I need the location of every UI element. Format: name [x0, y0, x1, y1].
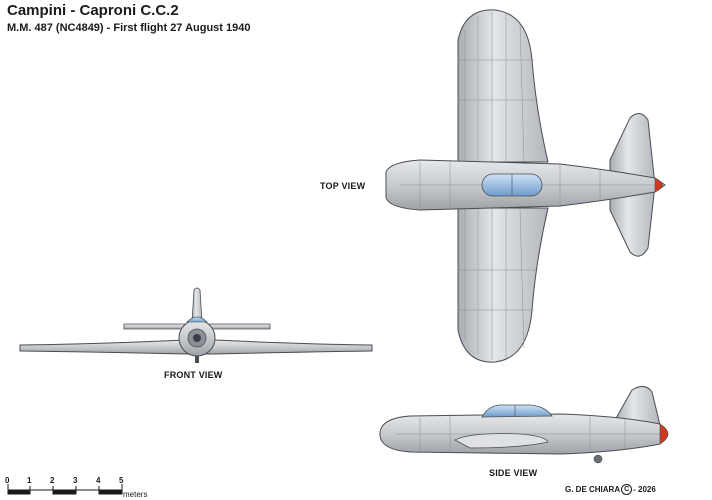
front-view-fin: [191, 287, 203, 323]
top-view-upper-wing: [457, 9, 549, 163]
top-view-tail-cone: [654, 177, 663, 193]
side-view-label: SIDE VIEW: [489, 468, 538, 478]
front-view-label: FRONT VIEW: [164, 370, 223, 380]
side-view-canopy: [481, 404, 553, 418]
scale-unit-label: meters: [123, 490, 148, 499]
drawing-title: Campini - Caproni C.C.2: [7, 2, 179, 19]
drawing-subtitle: M.M. 487 (NC4849) - First flight 27 Augu…: [7, 22, 251, 34]
side-view-wing: [454, 433, 549, 449]
front-view-intake: [193, 334, 201, 342]
side-view-aircraft: [379, 386, 669, 464]
scale-tick-3: 3: [73, 476, 78, 485]
scale-tick-0: 0: [5, 476, 10, 485]
scale-tick-1: 1: [27, 476, 32, 485]
scale-tick-2: 2: [50, 476, 55, 485]
top-view-label: TOP VIEW: [320, 181, 366, 191]
side-view-tail-cone: [659, 423, 669, 445]
scale-tick-4: 4: [96, 476, 101, 485]
front-view-tailwheel: [195, 356, 199, 363]
top-view-lower-wing: [457, 207, 549, 363]
top-view-aircraft: [385, 9, 666, 363]
scale-tick-5: 5: [119, 476, 124, 485]
author-name: G. DE CHIARA: [565, 485, 621, 494]
author-credit: G. DE CHIARA C - 2026: [565, 484, 656, 495]
copyright-icon: C: [621, 484, 633, 495]
scale-bar: [7, 484, 123, 495]
credit-year: - 2026: [633, 485, 656, 494]
side-view-tailwheel: [593, 454, 603, 464]
front-view-aircraft: [19, 287, 373, 363]
